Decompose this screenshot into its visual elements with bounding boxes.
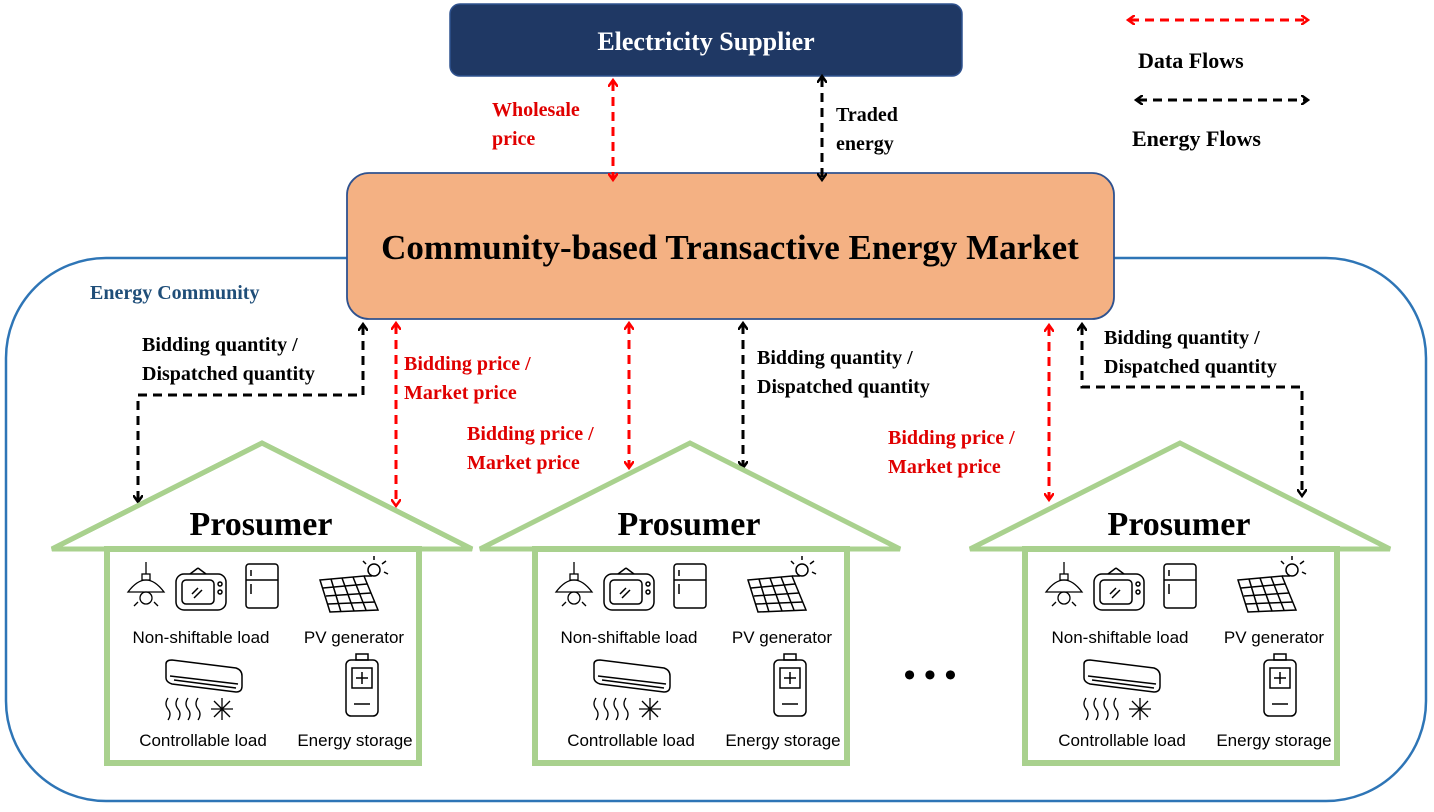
controllable-load-label: Controllable load	[567, 731, 695, 750]
pv-generator-label: PV generator	[1224, 628, 1325, 647]
flow-label-bp2-line1: Bidding price /	[467, 423, 594, 445]
energy-community-label: Energy Community	[90, 282, 259, 304]
controllable-load-label: Controllable load	[1058, 731, 1186, 750]
pv-generator-label: PV generator	[304, 628, 405, 647]
non-shiftable-load-label: Non-shiftable load	[1051, 628, 1188, 647]
house-body	[104, 546, 422, 766]
flow-label-bp1-line2: Market price	[404, 382, 517, 404]
flow-label-bp1-line1: Bidding price /	[404, 353, 531, 375]
electricity-supplier-label: Electricity Supplier	[597, 27, 814, 56]
wholesale-price-label-2: price	[492, 128, 535, 150]
legend-data-flows-label: Data Flows	[1138, 48, 1244, 73]
pv-generator-label: PV generator	[732, 628, 833, 647]
wholesale-price-label-1: Wholesale	[492, 99, 580, 121]
energy-flow-arrow-3	[1082, 326, 1302, 494]
energy-storage-label: Energy storage	[1216, 731, 1331, 750]
controllable-load-label: Controllable load	[139, 731, 267, 750]
prosumer-title: Prosumer	[618, 506, 761, 543]
electricity-supplier-box	[449, 3, 963, 77]
flow-label-bq1-line1: Bidding quantity /	[142, 334, 298, 356]
flow-label-bq3-line1: Bidding quantity /	[1104, 327, 1260, 349]
traded-energy-label-2: energy	[836, 133, 894, 155]
flow-label-bq3-line2: Dispatched quantity	[1104, 356, 1277, 378]
prosumer-house-2: Prosumer Non-shiftable load PV generator…	[478, 440, 902, 766]
flow-label-bq2-line1: Bidding quantity /	[757, 347, 913, 369]
non-shiftable-load-label: Non-shiftable load	[560, 628, 697, 647]
transactive-market-box	[346, 172, 1115, 320]
non-shiftable-load-label: Non-shiftable load	[132, 628, 269, 647]
flow-label-bp3-line1: Bidding price /	[888, 427, 1015, 449]
energy-storage-label: Energy storage	[297, 731, 412, 750]
traded-energy-label-1: Traded	[836, 104, 898, 126]
energy-flow-arrow-1	[138, 326, 363, 500]
flow-label-bp2-line2: Market price	[467, 452, 580, 474]
transactive-market-label: Community-based Transactive Energy Marke…	[381, 228, 1079, 267]
prosumer-house-3: Prosumer Non-shiftable load PV generator…	[968, 440, 1392, 766]
house-body	[1022, 546, 1340, 766]
prosumer-title: Prosumer	[190, 506, 333, 543]
flow-label-bq1-line2: Dispatched quantity	[142, 363, 315, 385]
house-body	[532, 546, 850, 766]
legend-energy-flows-label: Energy Flows	[1132, 126, 1261, 151]
energy-storage-label: Energy storage	[725, 731, 840, 750]
prosumer-house-1: Prosumer Non-shiftable load PV generator…	[50, 440, 474, 766]
prosumer-title: Prosumer	[1108, 506, 1251, 543]
flow-label-bq2-line2: Dispatched quantity	[757, 376, 930, 398]
flow-label-bp3-line2: Market price	[888, 456, 1001, 478]
more-prosumers-ellipsis: • • •	[904, 657, 957, 694]
